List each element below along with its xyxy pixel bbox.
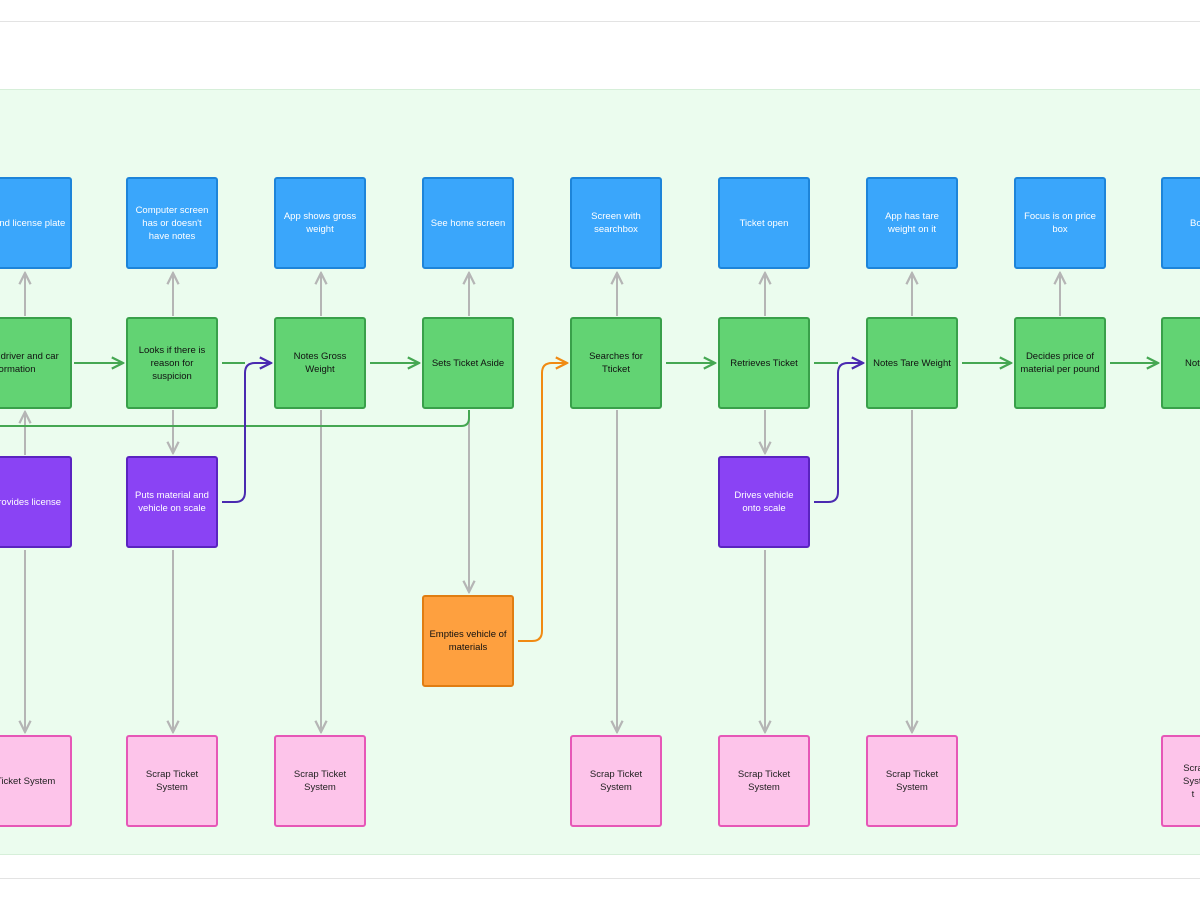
node-label: Scrap Ticket System	[293, 769, 347, 793]
node-label: See home screen	[430, 217, 506, 229]
node-c1-low[interactable]: rapper provides license	[0, 456, 72, 548]
node-c7-sys[interactable]: Scrap Ticket System	[866, 735, 958, 827]
node-label: Scrap Ticket System	[589, 769, 643, 793]
node-label: Retrieves Ticket	[730, 357, 798, 369]
node-c4-top[interactable]: See home screen	[422, 177, 514, 269]
node-label: Puts material and vehicle on scale	[135, 490, 209, 514]
node-label: App shows gross weight	[283, 211, 357, 235]
node-label: rapper provides license	[0, 496, 62, 508]
node-label: Looks if there is reason for suspicion	[138, 344, 206, 382]
node-label: Bo	[1190, 217, 1200, 229]
node-label: Scrap Ticket System	[885, 769, 939, 793]
node-c6-sys[interactable]: Scrap Ticket System	[718, 735, 810, 827]
node-c6-top[interactable]: Ticket open	[718, 177, 810, 269]
node-label: App has tare weight on it	[885, 211, 939, 235]
node-c1-top[interactable]: License and license plate	[0, 177, 72, 269]
node-c7-mid[interactable]: Notes Tare Weight	[866, 317, 958, 409]
node-c9-mid[interactable]: Not	[1161, 317, 1200, 409]
node-label: Computer screen has or doesn't have note…	[135, 204, 209, 242]
node-label: alidates driver and car information	[0, 351, 59, 375]
edge-c6-low-to-c7	[814, 363, 863, 503]
node-label: Focus is on price box	[1024, 211, 1096, 235]
node-c3-top[interactable]: App shows gross weight	[274, 177, 366, 269]
node-label: Notes Tare Weight	[873, 357, 951, 369]
node-c7-top[interactable]: App has tare weight on it	[866, 177, 958, 269]
node-c5-mid[interactable]: Searches for Tticket	[570, 317, 662, 409]
edge-extra-to-c5	[518, 363, 567, 642]
node-label: Decides price of material per pound	[1020, 351, 1100, 375]
node-c3-sys[interactable]: Scrap Ticket System	[274, 735, 366, 827]
node-c1-mid[interactable]: alidates driver and car information	[0, 317, 72, 409]
node-label: Searches for Tticket	[589, 351, 643, 375]
node-c4-mid[interactable]: Sets Ticket Aside	[422, 317, 514, 409]
node-label: Scra Syste t	[1183, 762, 1200, 800]
node-c2-mid[interactable]: Looks if there is reason for suspicion	[126, 317, 218, 409]
bottom-divider	[0, 878, 1200, 879]
node-c2-sys[interactable]: Scrap Ticket System	[126, 735, 218, 827]
node-c9-sys[interactable]: Scra Syste t	[1161, 735, 1200, 827]
node-label: Ticket open	[739, 217, 789, 229]
node-label: Sets Ticket Aside	[431, 357, 505, 369]
node-c6-low[interactable]: Drives vehicle onto scale	[718, 456, 810, 548]
node-c1-sys[interactable]: Scrap Ticket System	[0, 735, 72, 827]
node-label: Drives vehicle onto scale	[734, 490, 794, 514]
node-c5-sys[interactable]: Scrap Ticket System	[570, 735, 662, 827]
node-c2-low[interactable]: Puts material and vehicle on scale	[126, 456, 218, 548]
node-c3-mid[interactable]: Notes Gross Weight	[274, 317, 366, 409]
node-c4-extra[interactable]: Empties vehicle of materials	[422, 595, 514, 687]
node-c8-top[interactable]: Focus is on price box	[1014, 177, 1106, 269]
node-c6-mid[interactable]: Retrieves Ticket	[718, 317, 810, 409]
node-label: License and license plate	[0, 217, 66, 229]
node-label: Empties vehicle of materials	[429, 629, 507, 653]
node-label: Scrap Ticket System	[0, 775, 56, 787]
node-label: Screen with searchbox	[591, 211, 641, 235]
node-c2-top[interactable]: Computer screen has or doesn't have note…	[126, 177, 218, 269]
edge-return-4-1	[0, 410, 470, 427]
node-label: Scrap Ticket System	[145, 769, 199, 793]
top-divider	[0, 21, 1200, 22]
node-label: Not	[1185, 357, 1200, 369]
node-label: Scrap Ticket System	[737, 769, 791, 793]
node-label: Notes Gross Weight	[293, 351, 347, 375]
node-c8-mid[interactable]: Decides price of material per pound	[1014, 317, 1106, 409]
node-c9-top[interactable]: Bo	[1161, 177, 1200, 269]
node-c5-top[interactable]: Screen with searchbox	[570, 177, 662, 269]
edge-c2-low-to-c3	[222, 363, 271, 503]
